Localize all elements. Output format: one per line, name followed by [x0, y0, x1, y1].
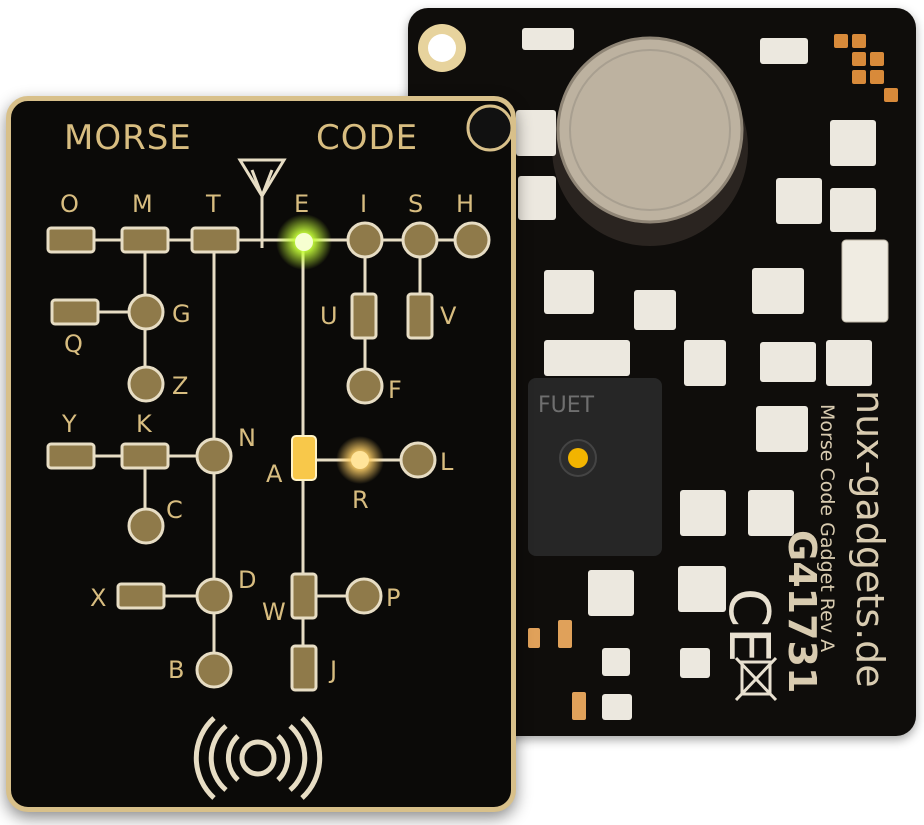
- letter-s: S: [408, 190, 424, 218]
- letter-r: R: [352, 486, 369, 514]
- led-a-yellow: [291, 435, 317, 481]
- letter-l: L: [440, 448, 454, 476]
- letter-x: X: [90, 584, 107, 612]
- logo-icon: [834, 34, 898, 102]
- letter-w: W: [262, 598, 286, 626]
- buzzer-label: FUET: [538, 393, 595, 418]
- letter-p: P: [386, 584, 401, 612]
- letter-e: E: [294, 190, 310, 218]
- letter-t: T: [206, 190, 221, 218]
- dash-pads: [46, 226, 434, 692]
- letter-q: Q: [64, 330, 83, 358]
- letter-v: V: [440, 302, 457, 330]
- antenna-icon: [237, 158, 287, 248]
- dot-pads: [127, 221, 491, 689]
- letter-z: Z: [172, 372, 189, 400]
- letter-k: K: [136, 410, 152, 438]
- product-subtitle: Morse Code Gadget Rev A: [816, 404, 838, 653]
- title-code: CODE: [316, 118, 419, 158]
- connector: [841, 239, 889, 323]
- accent-pads: [528, 620, 586, 720]
- coin-cell: [556, 36, 744, 224]
- mount-hole: [428, 34, 456, 62]
- letter-n: N: [238, 424, 256, 452]
- buzzer-hole: [568, 448, 588, 468]
- letter-a: A: [266, 460, 283, 488]
- letter-d: D: [238, 566, 257, 594]
- title-morse: MORSE: [64, 118, 192, 158]
- letter-b: B: [168, 656, 185, 684]
- letter-u: U: [320, 302, 338, 330]
- buzzer: [528, 378, 662, 556]
- letter-y: Y: [62, 410, 77, 438]
- model-number: G41731: [780, 530, 824, 694]
- letter-i: I: [360, 190, 368, 218]
- brand-domain: nux-gadgets.de: [848, 390, 892, 688]
- smd-pads: [516, 28, 876, 720]
- weee-bin-icon: [734, 656, 778, 702]
- front-hole: [466, 104, 514, 152]
- ce-mark: CE: [716, 588, 781, 662]
- letter-f: F: [388, 376, 402, 404]
- letter-c: C: [166, 496, 183, 524]
- letter-h: H: [456, 190, 475, 218]
- letter-g: G: [172, 300, 191, 328]
- speaker-icon: [193, 716, 323, 800]
- letter-j: J: [330, 656, 338, 684]
- letter-o: O: [60, 190, 79, 218]
- letter-m: M: [132, 190, 153, 218]
